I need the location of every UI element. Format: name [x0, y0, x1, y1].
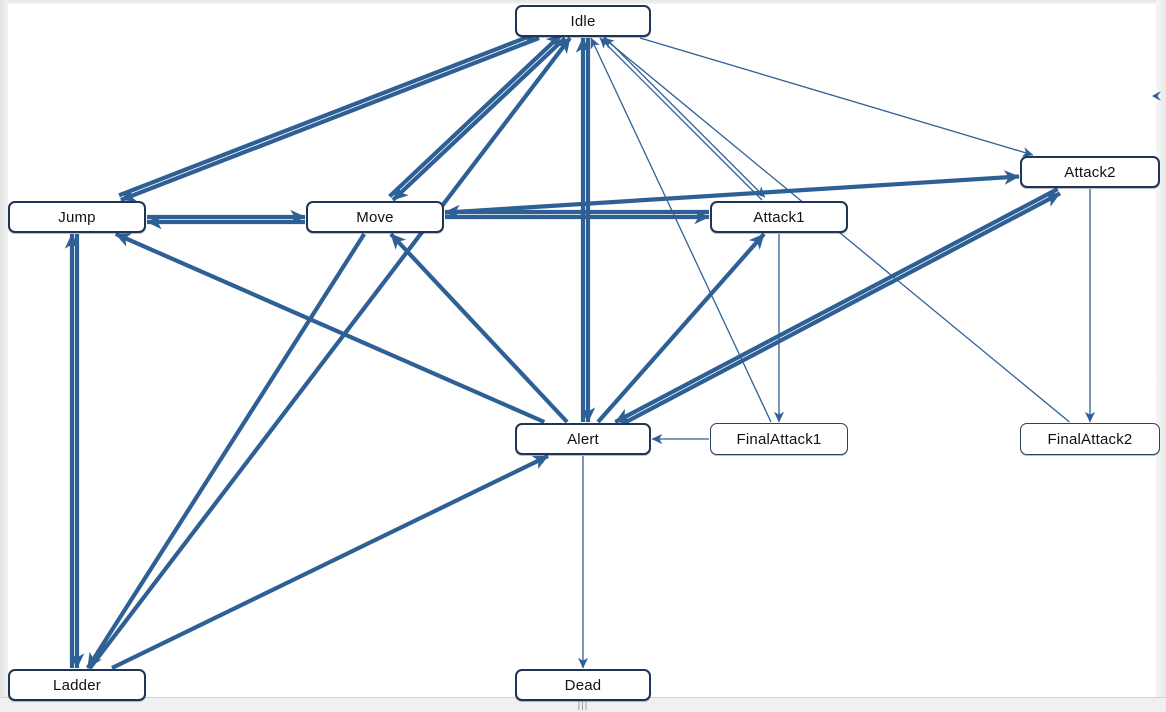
state-node-attack2[interactable]: Attack2 — [1020, 156, 1160, 188]
state-node-idle[interactable]: Idle — [515, 5, 651, 37]
horizontal-scrollbar-thumb[interactable]: ||| — [0, 699, 1166, 711]
state-node-label: Jump — [58, 208, 96, 226]
canvas-top-gutter — [0, 0, 1166, 6]
state-node-attack1[interactable]: Attack1 — [710, 201, 848, 233]
scrollbar-grip: ||| — [577, 700, 589, 711]
state-node-alert[interactable]: Alert — [515, 423, 651, 455]
state-node-label: Dead — [564, 676, 602, 694]
state-node-dead[interactable]: Dead — [515, 669, 651, 701]
state-node-label: Idle — [570, 12, 596, 30]
state-node-label: FinalAttack2 — [1047, 430, 1133, 448]
diagram-canvas[interactable] — [8, 4, 1156, 698]
state-node-label: Attack1 — [753, 208, 805, 226]
state-node-ladder[interactable]: Ladder — [8, 669, 146, 701]
state-node-label: Move — [356, 208, 394, 226]
canvas-right-gutter — [1156, 0, 1166, 698]
state-node-finalattack2[interactable]: FinalAttack2 — [1020, 423, 1160, 455]
state-node-jump[interactable]: Jump — [8, 201, 146, 233]
state-node-label: Alert — [567, 430, 599, 448]
state-node-label: FinalAttack1 — [736, 430, 822, 448]
state-node-move[interactable]: Move — [306, 201, 444, 233]
offscreen-left-arrow-icon — [1152, 91, 1161, 101]
state-node-finalattack1[interactable]: FinalAttack1 — [710, 423, 848, 455]
canvas-left-gutter — [0, 0, 8, 698]
state-node-label: Ladder — [53, 676, 101, 694]
state-node-label: Attack2 — [1064, 163, 1116, 181]
